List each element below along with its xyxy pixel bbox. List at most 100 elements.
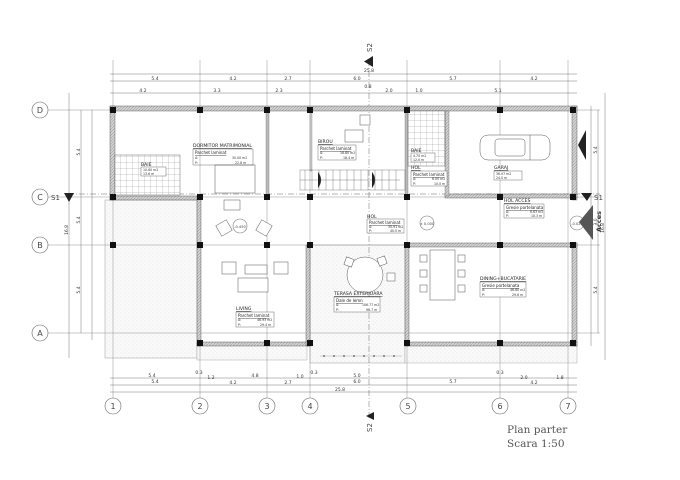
drawing-caption: Plan parter Scara 1:50	[507, 423, 567, 451]
svg-text:2.7: 2.7	[284, 76, 291, 82]
top-dimensions	[110, 73, 577, 94]
svg-text:P:: P:	[336, 308, 339, 312]
svg-text:5.4: 5.4	[593, 286, 599, 293]
svg-text:A:: A:	[195, 156, 198, 160]
svg-text:A:: A:	[482, 288, 485, 292]
svg-text:2.0: 2.0	[520, 375, 527, 381]
room-label-hol: HOL Parchet laminat A: 6.00 m2 P: 10.0 m	[410, 165, 448, 187]
svg-text:22.8 m: 22.8 m	[235, 161, 246, 165]
svg-text:18.4 m: 18.4 m	[343, 156, 354, 160]
svg-text:P:: P:	[506, 214, 509, 218]
svg-text:5.4: 5.4	[151, 379, 158, 385]
svg-text:36.07 m2: 36.07 m2	[496, 172, 511, 176]
svg-text:A: A	[37, 329, 43, 338]
svg-text:16.8: 16.8	[600, 223, 606, 233]
svg-text:6.63 m2: 6.63 m2	[530, 210, 543, 214]
drawing-title: Plan parter	[507, 424, 568, 436]
svg-text:Parchet laminat: Parchet laminat	[369, 220, 401, 225]
svg-text:0.3: 0.3	[310, 370, 317, 376]
svg-text:BIROU: BIROU	[318, 139, 333, 145]
svg-text:6.0: 6.0	[353, 76, 360, 82]
svg-text:5.4: 5.4	[76, 216, 82, 223]
room-label-living: LIVING Parchet laminat A: 46.93 m2 P: 29…	[235, 306, 275, 328]
svg-text:4.2: 4.2	[229, 380, 236, 386]
svg-text:Gresie portelanata: Gresie portelanata	[506, 205, 544, 210]
svg-text:30.00 m2: 30.00 m2	[232, 156, 247, 160]
bottom-dimensions	[110, 377, 577, 393]
svg-text:TERASA EXTERIOARA: TERASA EXTERIOARA	[333, 291, 383, 297]
room-label-baie: BAIE 10.60 m2 13.6 m	[140, 162, 167, 177]
svg-text:D: D	[37, 106, 43, 115]
room-label-hol-acces: HOL ACCES Gresie portelanata A: 6.63 m2 …	[503, 198, 545, 219]
svg-text:4.2: 4.2	[139, 88, 146, 94]
left-dimension-values: 16.8 5.4 5.4 5.4	[64, 148, 82, 293]
svg-text:16.80 m2: 16.80 m2	[340, 151, 355, 155]
svg-text:Parchet laminat: Parchet laminat	[320, 146, 352, 151]
svg-text:C: C	[37, 193, 43, 202]
svg-text:P:: P:	[195, 161, 198, 165]
svg-text:5.4: 5.4	[148, 373, 155, 379]
svg-text:HOL ACCES: HOL ACCES	[504, 198, 530, 204]
svg-text:DORMITOR MATRIMONIAL: DORMITOR MATRIMONIAL	[193, 143, 252, 149]
svg-text:P:: P:	[369, 229, 372, 233]
svg-text:BAIE: BAIE	[141, 162, 152, 168]
svg-text:1.2: 1.2	[207, 375, 214, 381]
staircase	[299, 169, 406, 191]
svg-text:4.2: 4.2	[530, 76, 537, 82]
svg-text:13.6 m: 13.6 m	[143, 172, 154, 176]
svg-text:A:: A:	[336, 303, 339, 307]
svg-text:0.3: 0.3	[195, 370, 202, 376]
section-s2-bottom-arrow-icon	[366, 412, 374, 420]
svg-text:3.0: 3.0	[593, 218, 599, 225]
bathroom-tiles	[114, 110, 446, 196]
svg-text:HOL: HOL	[411, 165, 421, 171]
svg-text:46.93 m2: 46.93 m2	[257, 318, 272, 322]
svg-text:A:: A:	[413, 177, 416, 181]
svg-text:A:: A:	[238, 318, 241, 322]
svg-text:25.8: 25.8	[364, 68, 374, 74]
svg-text:0.8: 0.8	[364, 84, 371, 90]
svg-text:0.3: 0.3	[496, 370, 503, 376]
svg-text:2.0: 2.0	[385, 88, 392, 94]
svg-text:5.1: 5.1	[494, 88, 501, 94]
svg-text:35.91 m2: 35.91 m2	[388, 225, 403, 229]
svg-text:1.8: 1.8	[556, 375, 563, 381]
room-label-garaj: GARAJ 36.07 m2 24.0 m	[493, 165, 523, 181]
room-label-dining: DINING+BUCATARIE Gresie portelanata A: 4…	[479, 276, 527, 298]
furniture	[214, 114, 551, 301]
drawing-scale: Scara 1:50	[507, 438, 565, 450]
room-labels: DORMITOR MATRIMONIAL Parchet laminat A: …	[140, 139, 545, 328]
room-label-terasa: TERASA EXTERIOARA Dale de lemn A: 106.77…	[333, 291, 383, 313]
svg-text:3: 3	[264, 402, 269, 411]
car-icon	[479, 134, 551, 161]
access-arrows: Acces	[578, 130, 603, 240]
svg-text:S2: S2	[366, 423, 374, 432]
svg-text:40.0 m: 40.0 m	[390, 229, 401, 233]
svg-text:1: 1	[110, 402, 115, 411]
svg-text:P:: P:	[413, 182, 416, 186]
svg-text:A:: A:	[369, 225, 372, 229]
top-dimension-values: 25.8 5.4 4.2 2.7 6.0 5.7 4.2 4.2 3.3 2.3…	[139, 68, 537, 94]
svg-text:4.8: 4.8	[251, 373, 258, 379]
svg-text:P:: P:	[238, 323, 241, 327]
svg-text:12.0 m: 12.0 m	[413, 158, 424, 162]
svg-text:4.2: 4.2	[229, 76, 236, 82]
svg-text:10.3 m: 10.3 m	[531, 214, 542, 218]
svg-text:5.7: 5.7	[449, 379, 456, 385]
column-axis-markers: 1 2 3 4 5 6 7	[104, 397, 577, 415]
svg-text:4.70 m2: 4.70 m2	[413, 154, 426, 158]
svg-text:5.7: 5.7	[449, 76, 456, 82]
room-label-baie-2: BAIE 4.70 m2 12.0 m	[410, 148, 436, 163]
svg-text:A:: A:	[320, 151, 323, 155]
section-s2-top-arrow-icon	[364, 56, 373, 67]
svg-text:5: 5	[405, 402, 410, 411]
svg-text:96.7 m: 96.7 m	[366, 308, 377, 312]
svg-text:GARAJ: GARAJ	[494, 165, 508, 171]
svg-text:4: 4	[307, 402, 312, 411]
svg-text:29.6 m: 29.6 m	[512, 293, 523, 297]
svg-text:P:: P:	[482, 293, 485, 297]
svg-text:-0.450: -0.450	[234, 225, 246, 229]
svg-text:Parchet laminat: Parchet laminat	[413, 172, 445, 177]
svg-text:HOL: HOL	[367, 214, 377, 220]
svg-text:Dale de lemn: Dale de lemn	[336, 298, 363, 303]
